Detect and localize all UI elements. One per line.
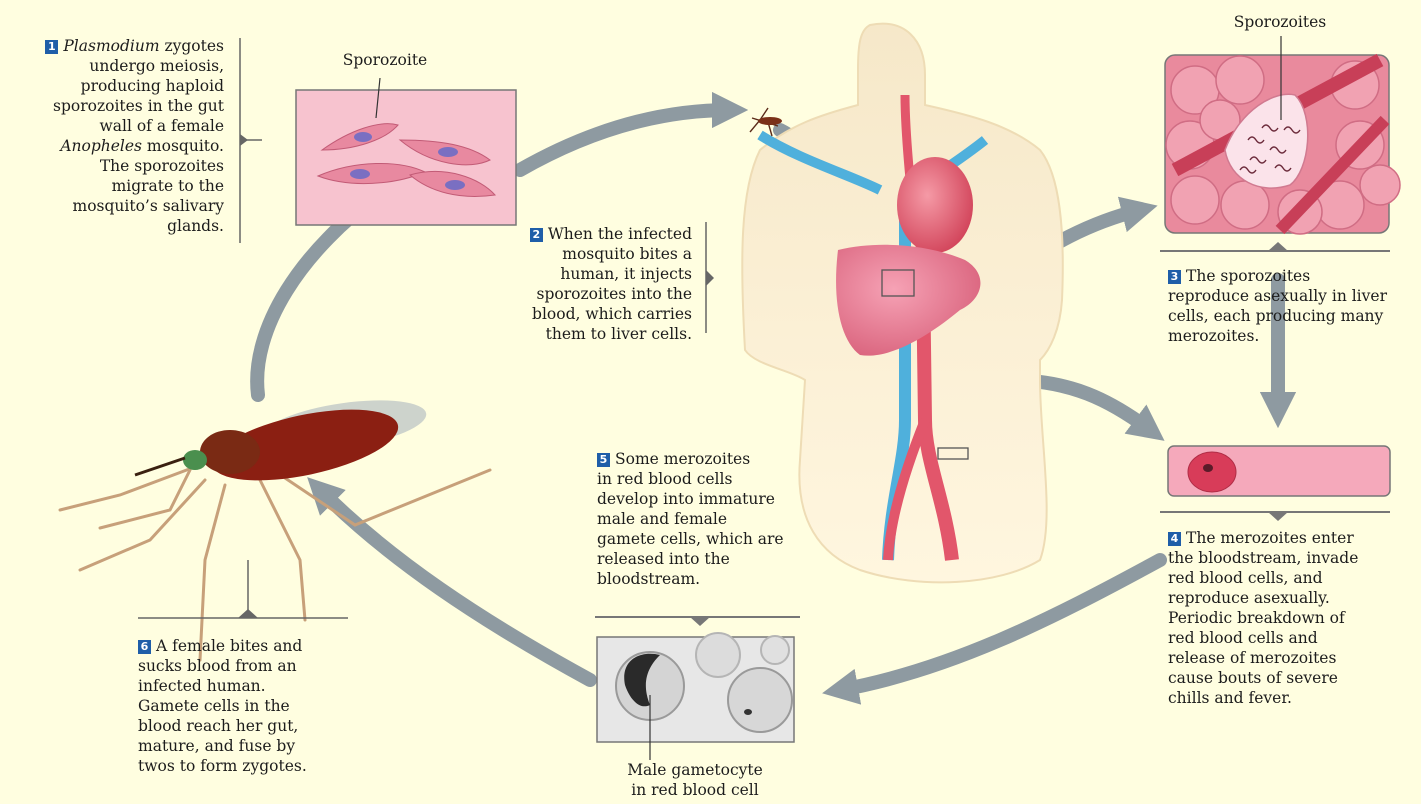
panel-gametocyte [595,617,800,760]
step-1-italic-anopheles: Anopheles [60,137,142,155]
panel-liver-cells [1160,36,1400,251]
step-5-badge: 5 [597,453,610,467]
step-4-text: The merozoites enter the bloodstream, in… [1168,529,1358,707]
step-6-text: A female bites and sucks blood from an i… [138,637,307,775]
step-1-badge: 1 [45,40,58,54]
step-3-badge: 3 [1168,270,1181,284]
arrow-1-to-2 [520,110,730,170]
step-2-text: When the infected mosquito bites a human… [532,225,692,343]
step-1-italic-plasmodium: Plasmodium [63,37,159,55]
step-6-badge: 6 [138,640,151,654]
step-4-badge: 4 [1168,532,1181,546]
sporozoites-label: Sporozoites [1200,12,1360,32]
panel-red-blood-cell [1160,446,1390,521]
step-3-text: The sporozoites reproduce asexually in l… [1168,267,1387,345]
sporozoite-label: Sporozoite [300,50,470,70]
panel-sporozoite [296,78,516,225]
mosquito-large [60,392,490,660]
step-2-badge: 2 [530,228,543,242]
gametocyte-label: Male gametocyte in red blood cell [595,760,795,800]
heart [897,157,973,253]
step-5-text: Some merozoites in red blood cells devel… [597,450,784,588]
arrow-4-to-5 [840,560,1160,690]
